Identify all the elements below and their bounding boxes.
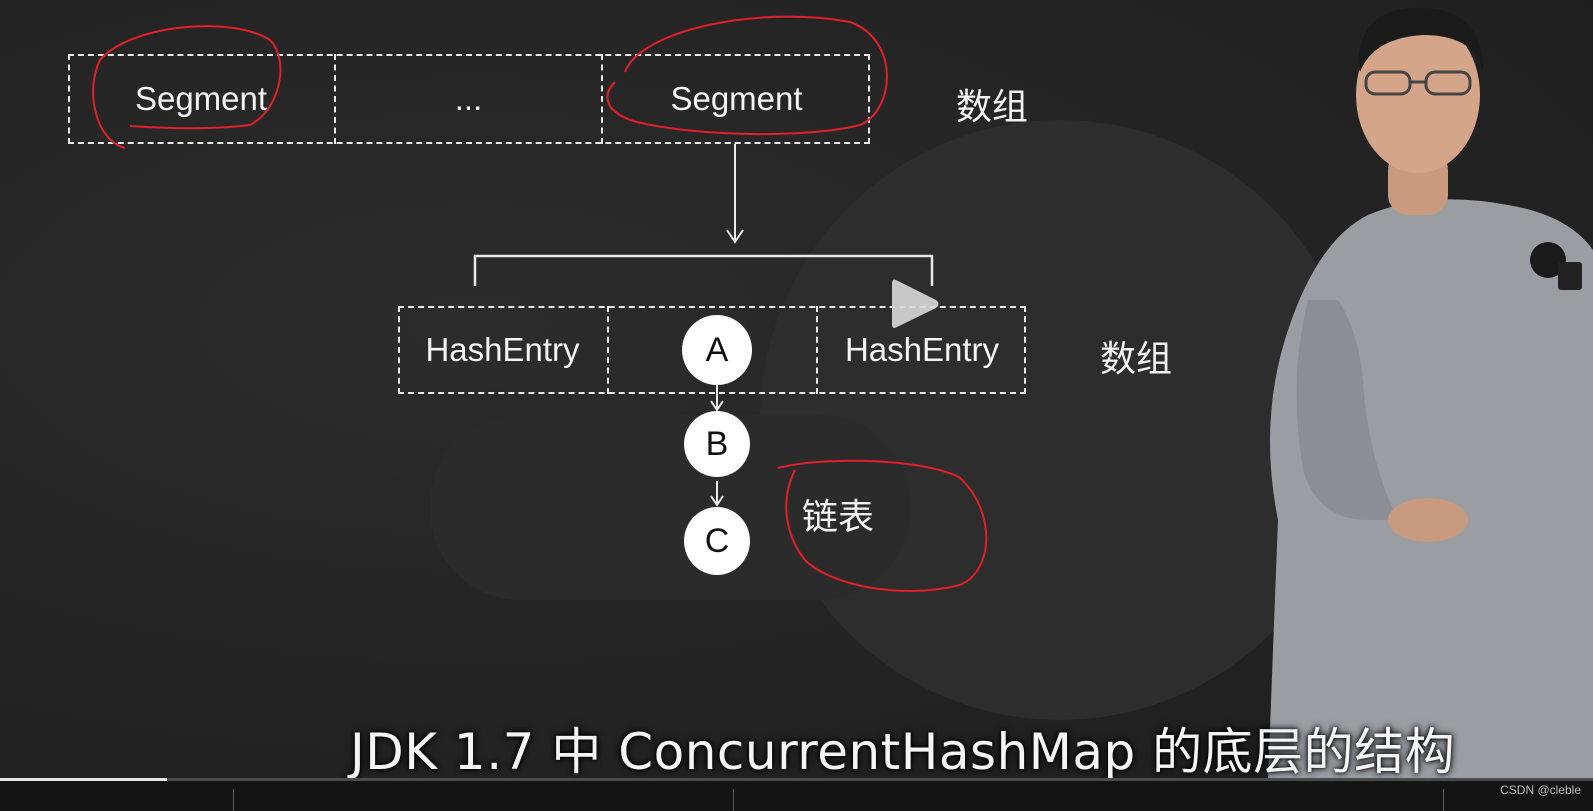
hashentry-divider	[816, 306, 818, 394]
red-annotation-circle	[92, 25, 282, 149]
hashentry-cell: HashEntry	[425, 331, 580, 368]
segment-divider	[334, 54, 336, 144]
list-node: A	[682, 315, 752, 385]
chain-arrow-head	[710, 400, 724, 412]
chain-arrow-head	[710, 495, 724, 507]
red-annotation-circle	[606, 15, 888, 136]
microphone-icon	[1530, 242, 1566, 278]
presenter-image	[1268, 7, 1593, 780]
chapter-strip[interactable]	[0, 781, 1593, 811]
segment-cell: Segment	[670, 80, 803, 117]
chapter-separator	[233, 789, 234, 811]
progress-bar[interactable]	[0, 778, 1593, 781]
play-icon[interactable]	[888, 276, 942, 332]
red-annotation-circle	[777, 459, 988, 592]
chapter-separator	[733, 789, 734, 811]
hashentry-array	[398, 306, 1026, 394]
segment-array	[68, 54, 870, 144]
ellipsis-cell: ...	[454, 80, 483, 117]
array-label: 数组	[956, 87, 1029, 128]
progress-fill	[0, 778, 168, 781]
linked-list-label: 链表	[802, 497, 875, 538]
bracket	[473, 254, 934, 286]
segment-cell: Segment	[134, 80, 268, 117]
video-subtitle: JDK 1.7 中 ConcurrentHashMap 的底层的结构	[350, 723, 1456, 781]
hashentry-cell: HashEntry	[844, 331, 1000, 368]
array-label: 数组	[1100, 339, 1173, 380]
arrow-head	[726, 229, 744, 244]
list-node: B	[684, 411, 750, 477]
list-node: C	[684, 507, 750, 575]
hashentry-divider	[607, 306, 609, 394]
background-pill	[430, 415, 910, 600]
segment-divider	[601, 54, 603, 144]
watermark: CSDN @cleble	[1500, 783, 1581, 797]
chapter-separator	[1443, 789, 1444, 811]
background-circle	[760, 120, 1360, 720]
